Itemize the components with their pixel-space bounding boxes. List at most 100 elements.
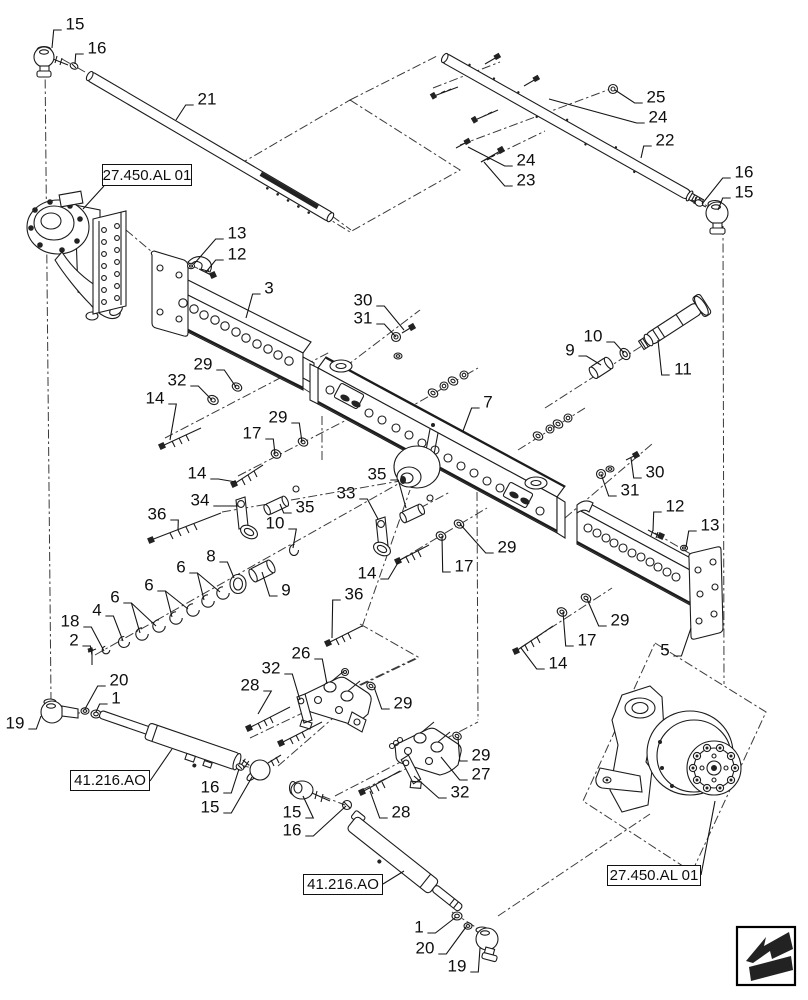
callout-3: 3: [264, 278, 274, 298]
section-ref-box[interactable]: 41.216.AO: [70, 770, 150, 791]
callout-32: 32: [450, 782, 470, 802]
callout-12: 12: [227, 244, 247, 264]
leader-line: [170, 519, 179, 531]
callout-24: 24: [648, 107, 668, 127]
leader-line: [520, 647, 545, 670]
ref-leader-line: [82, 185, 105, 210]
callout-6: 6: [144, 575, 154, 595]
callout-29: 29: [471, 745, 491, 765]
leader-line: [193, 238, 224, 265]
callout-16: 16: [87, 38, 107, 58]
callout-14: 14: [187, 463, 207, 483]
ref-leader-line: [149, 748, 173, 782]
leader-line: [701, 177, 731, 205]
callout-34: 34: [190, 490, 210, 510]
section-ref-box[interactable]: 27.450.AL 01: [102, 164, 192, 186]
callout-13: 13: [227, 223, 247, 243]
callout-29: 29: [393, 693, 413, 713]
callout-6: 6: [110, 587, 120, 607]
callout-29: 29: [610, 610, 630, 630]
ref-leader-line: [700, 800, 716, 876]
callout-5: 5: [660, 640, 670, 660]
leader-line: [390, 479, 407, 509]
tie-rod-end-15-top-right: [691, 196, 729, 235]
pivot-pin-11: [588, 293, 712, 380]
callout-18: 18: [60, 611, 80, 631]
callout-17: 17: [577, 630, 597, 650]
leader-line: [438, 926, 467, 955]
leader-line: [462, 407, 480, 432]
callout-15: 15: [200, 797, 220, 817]
ref-leader-line: [382, 870, 405, 885]
leader-line: [380, 560, 400, 580]
leader-line: [640, 145, 652, 159]
leader-line: [630, 457, 642, 479]
leader-line: [359, 498, 379, 520]
callout-25: 25: [646, 87, 666, 107]
callout-35: 35: [367, 464, 387, 484]
leader-line: [586, 598, 607, 627]
leader-line: [265, 438, 276, 455]
extension-beam-5: [576, 500, 724, 640]
callout-1: 1: [414, 917, 424, 937]
page-back-arrow-icon[interactable]: [735, 925, 797, 987]
callout-22: 22: [655, 130, 675, 150]
leader-line: [578, 355, 602, 366]
leader-line: [157, 590, 189, 610]
leader-line: [314, 658, 328, 685]
tie-rod-end-15-top-left: [33, 45, 79, 78]
callout-11: 11: [674, 359, 692, 379]
callout-17: 17: [454, 556, 474, 576]
leader-line: [257, 690, 273, 715]
section-ref-box[interactable]: 27.450.AL 01: [607, 865, 701, 886]
steering-cylinder-bottom: [288, 780, 499, 963]
leader-line: [717, 197, 731, 211]
leader-line: [74, 53, 84, 65]
leader-line: [216, 369, 237, 388]
callout-29: 29: [497, 537, 517, 557]
leader-line: [219, 561, 235, 579]
callout-20: 20: [109, 670, 129, 690]
leader-line: [685, 530, 697, 548]
callout-23: 23: [516, 170, 536, 190]
callout-12: 12: [665, 496, 685, 516]
right-steering-knuckle-hub: [595, 685, 742, 813]
leader-line: [284, 673, 301, 701]
callout-31: 31: [353, 308, 373, 328]
callout-30: 30: [353, 290, 373, 310]
leader-line: [190, 385, 213, 401]
callout-28: 28: [391, 802, 411, 822]
beam-fasteners: [158, 322, 641, 655]
leader-line: [210, 478, 237, 483]
leader-line: [82, 645, 93, 656]
callout-33: 33: [336, 483, 356, 503]
clamp-bolts-top: [429, 52, 619, 163]
leader-line: [123, 602, 141, 634]
callout-19: 19: [447, 956, 467, 976]
leader-line: [673, 627, 692, 657]
callout-26: 26: [291, 643, 311, 663]
callout-13: 13: [700, 515, 720, 535]
leader-line: [205, 259, 224, 273]
leader-line: [123, 602, 157, 627]
main-axle-beam-7: [309, 356, 566, 539]
leader-line: [600, 473, 617, 497]
leader-line: [168, 403, 177, 441]
leader-line: [413, 775, 447, 799]
leader-line: [288, 528, 297, 549]
callout-14: 14: [145, 388, 165, 408]
leader-line: [376, 323, 397, 338]
callout-15: 15: [65, 14, 85, 34]
leader-line: [373, 686, 390, 710]
leader-line: [175, 104, 194, 121]
leader-line: [95, 703, 108, 713]
leader-line: [652, 511, 662, 532]
leader-line: [331, 599, 341, 639]
callout-35: 35: [295, 497, 315, 517]
leader-line: [369, 790, 388, 819]
callout-17: 17: [242, 423, 262, 443]
section-ref-box[interactable]: 41.216.AO: [303, 874, 383, 895]
leader-line: [376, 305, 405, 331]
